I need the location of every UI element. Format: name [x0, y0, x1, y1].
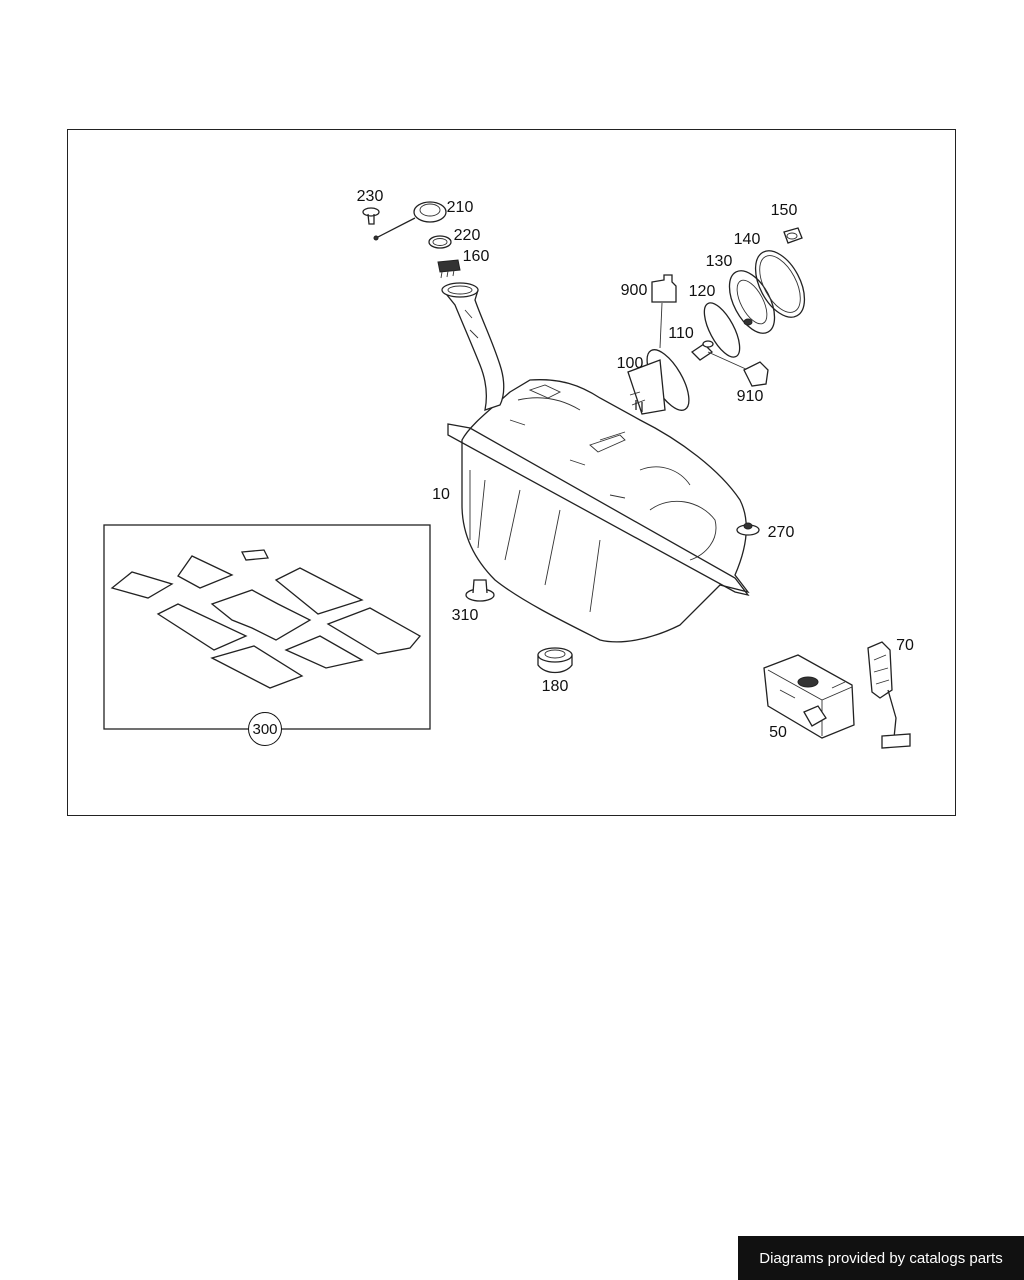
callout-160: 160 [462, 248, 490, 265]
insulation-mats-300-inset[interactable] [103, 524, 431, 730]
seal-ring-220-part[interactable] [428, 235, 452, 249]
callout-100: 100 [616, 355, 644, 372]
fuel-pump-module-50-part[interactable] [763, 654, 855, 739]
push-pin-230-part[interactable] [362, 207, 380, 225]
callout-10: 10 [432, 486, 450, 503]
callout-300: 300 [248, 712, 282, 746]
callout-310: 310 [451, 607, 479, 624]
credit-banner: Diagrams provided by catalogs parts [738, 1236, 1024, 1280]
callout-110: 110 [668, 325, 694, 342]
callout-270: 270 [767, 524, 795, 541]
callout-140: 140 [733, 231, 761, 248]
fuel-cap-210-part[interactable] [373, 201, 447, 241]
clip-160-part[interactable] [437, 259, 461, 279]
seal-ring-220-inner [432, 238, 448, 246]
pump-flange-100-part[interactable] [627, 302, 697, 416]
valve-110-part[interactable] [690, 340, 749, 371]
gasket-140-part[interactable] [745, 243, 814, 325]
callout-910: 910 [736, 388, 764, 405]
sender-180-part[interactable] [537, 647, 573, 674]
callout-180: 180 [541, 678, 569, 695]
gasket-140-inner [759, 255, 801, 313]
callout-150: 150 [770, 202, 798, 219]
lock-ring-130-part[interactable] [720, 264, 784, 341]
fuel-tank-part[interactable] [447, 379, 750, 643]
connector-900-part[interactable] [651, 274, 677, 303]
grommet-270-part[interactable] [736, 522, 760, 536]
o-ring-120-part[interactable] [697, 298, 746, 362]
callout-210: 210 [446, 199, 474, 216]
connector-910-part[interactable] [743, 361, 769, 387]
callout-900: 900 [620, 282, 648, 299]
callout-220: 220 [453, 227, 481, 244]
callout-130: 130 [705, 253, 733, 270]
mount-310-part[interactable] [465, 579, 495, 602]
cap-nut-150-part[interactable] [783, 227, 803, 244]
callout-120: 120 [688, 283, 716, 300]
callout-230: 230 [356, 188, 384, 205]
level-sensor-70-part[interactable] [867, 641, 911, 749]
diagram-frame [67, 129, 956, 816]
filler-neck-part[interactable] [441, 282, 505, 411]
callout-70: 70 [896, 637, 914, 654]
callout-50: 50 [769, 724, 787, 741]
